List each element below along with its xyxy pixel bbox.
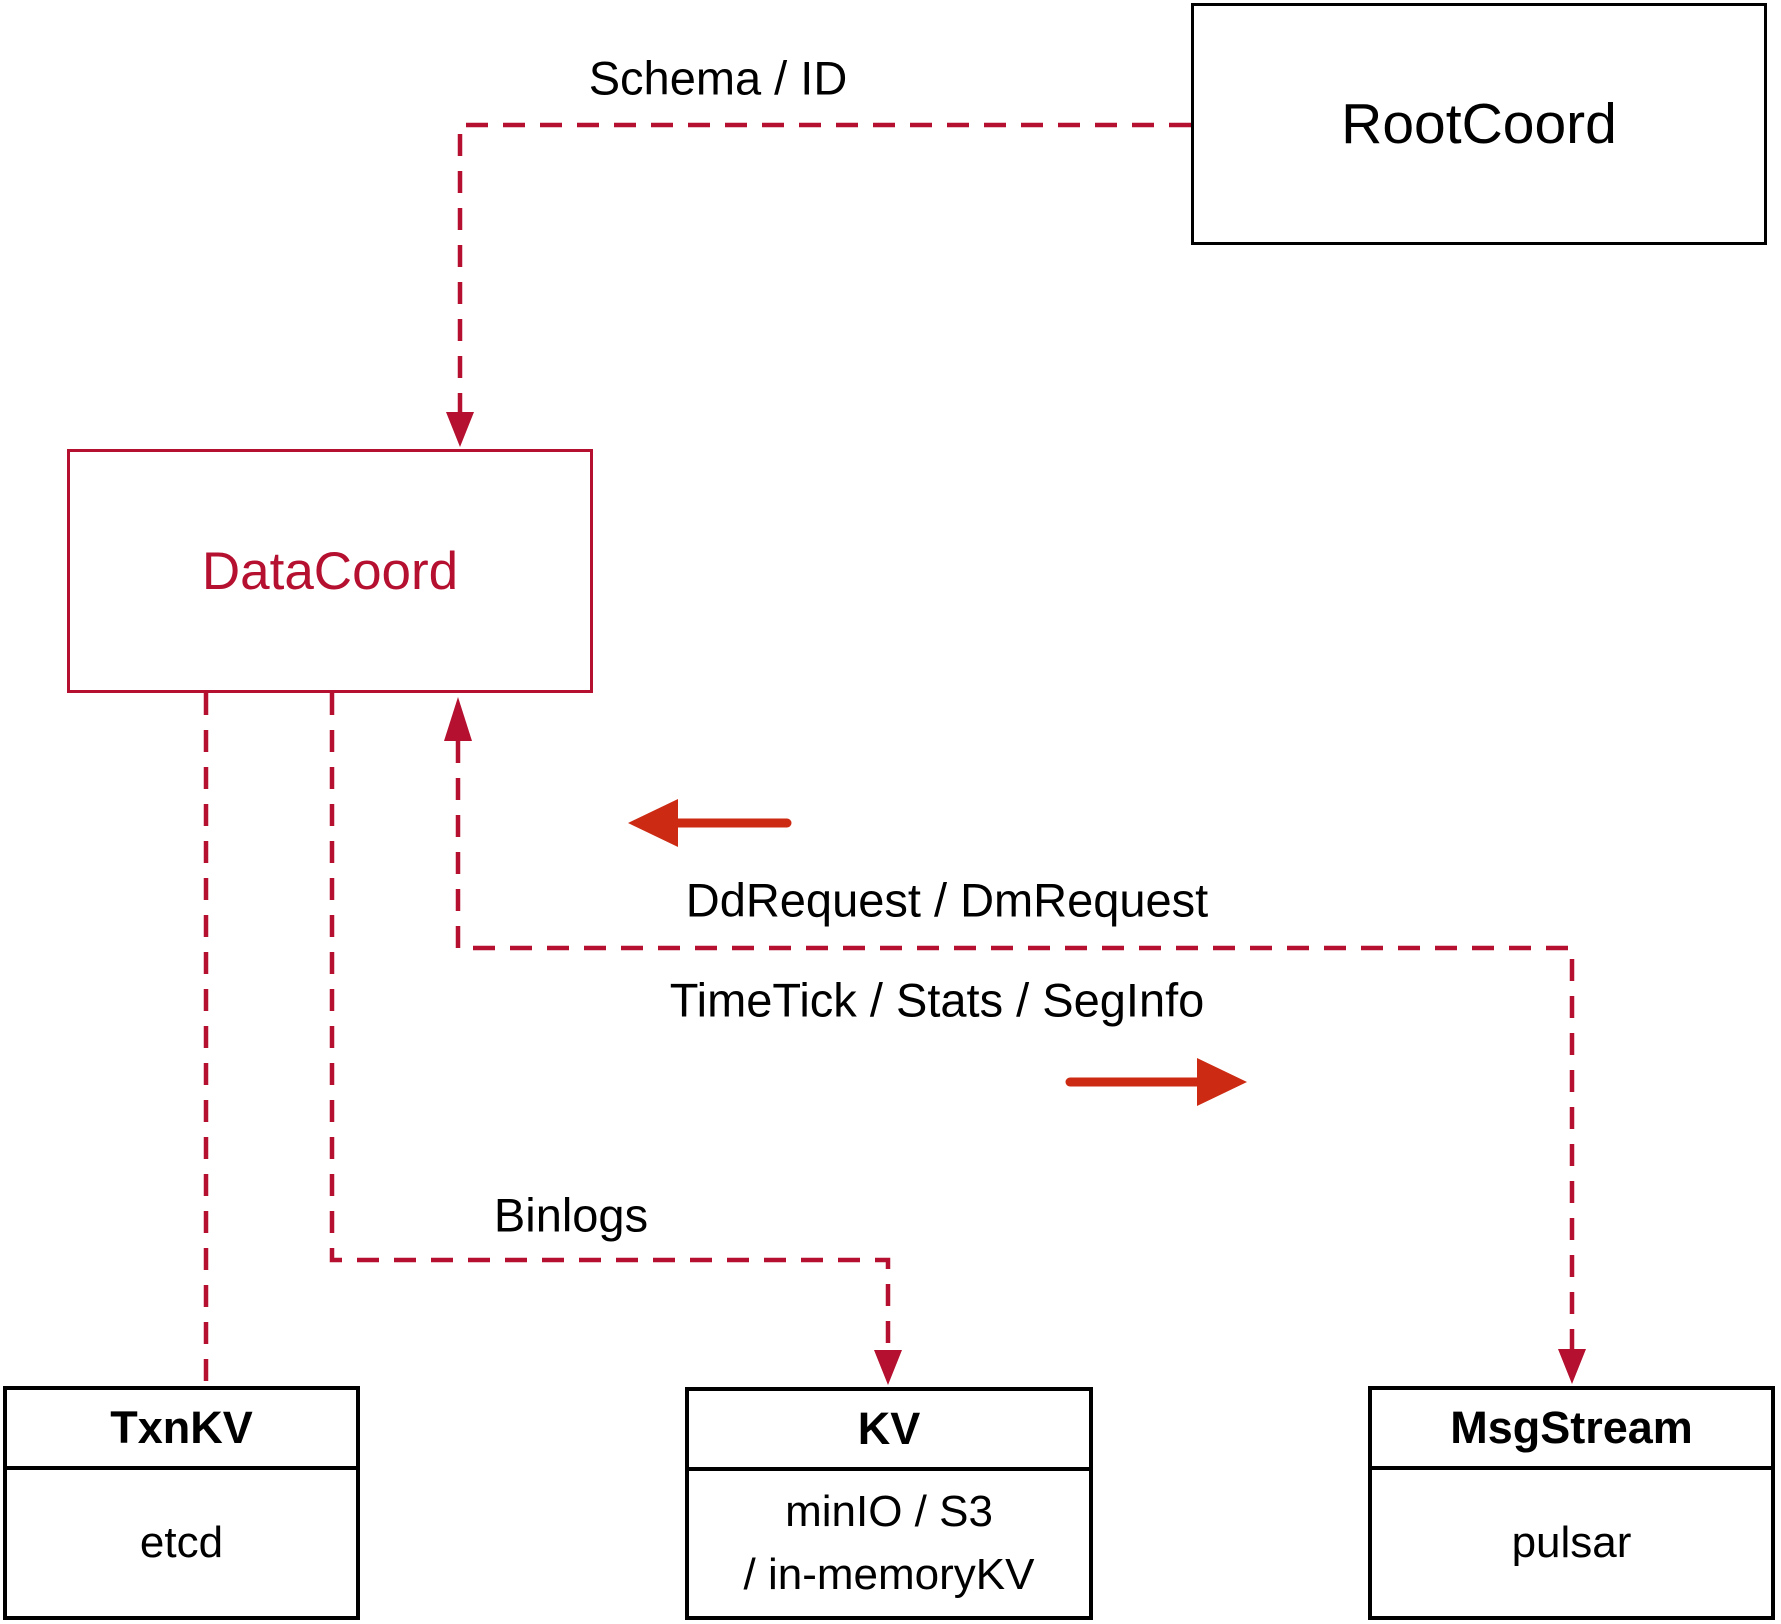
- kv-body-line2: / in-memoryKV: [743, 1549, 1035, 1599]
- left-direction-arrow-icon: [628, 799, 792, 847]
- edge-label-ddrequest-dmrequest: DdRequest / DmRequest: [685, 873, 1209, 927]
- edge-rootcoord-to-datacoord: [457, 122, 1191, 412]
- txnkv-title: TxnKV: [7, 1390, 356, 1470]
- msgstream-box: MsgStream pulsar: [1368, 1386, 1775, 1620]
- txnkv-box: TxnKV etcd: [3, 1386, 360, 1620]
- msgstream-title: MsgStream: [1372, 1390, 1771, 1470]
- rootcoord-box: RootCoord: [1191, 3, 1767, 245]
- rootcoord-label: RootCoord: [1341, 92, 1617, 156]
- edge-label-schema-id: Schema / ID: [588, 51, 848, 105]
- msgstream-body: pulsar: [1511, 1517, 1632, 1567]
- kv-box: KV minIO / S3 / in-memoryKV: [685, 1387, 1093, 1620]
- right-direction-arrow-icon: [1065, 1058, 1247, 1106]
- txnkv-body: etcd: [139, 1517, 224, 1567]
- arrowhead-into-kv-icon: [874, 1350, 902, 1385]
- arrowhead-into-msgstream-icon: [1558, 1349, 1586, 1384]
- kv-title: KV: [689, 1391, 1089, 1471]
- edge-label-binlogs: Binlogs: [493, 1188, 649, 1242]
- datacoord-label: DataCoord: [201, 541, 459, 601]
- arrowhead-into-datacoord-top-icon: [446, 412, 474, 447]
- datacoord-box: DataCoord: [67, 449, 593, 693]
- arrowhead-into-datacoord-bottom-icon: [444, 697, 472, 741]
- edge-msgstream-to-datacoord: [455, 741, 1575, 1349]
- kv-body-line1: minIO / S3: [785, 1487, 993, 1537]
- edge-label-timetick-stats-seginfo: TimeTick / Stats / SegInfo: [669, 973, 1205, 1027]
- edge-datacoord-to-kv-binlogs: [329, 693, 891, 1350]
